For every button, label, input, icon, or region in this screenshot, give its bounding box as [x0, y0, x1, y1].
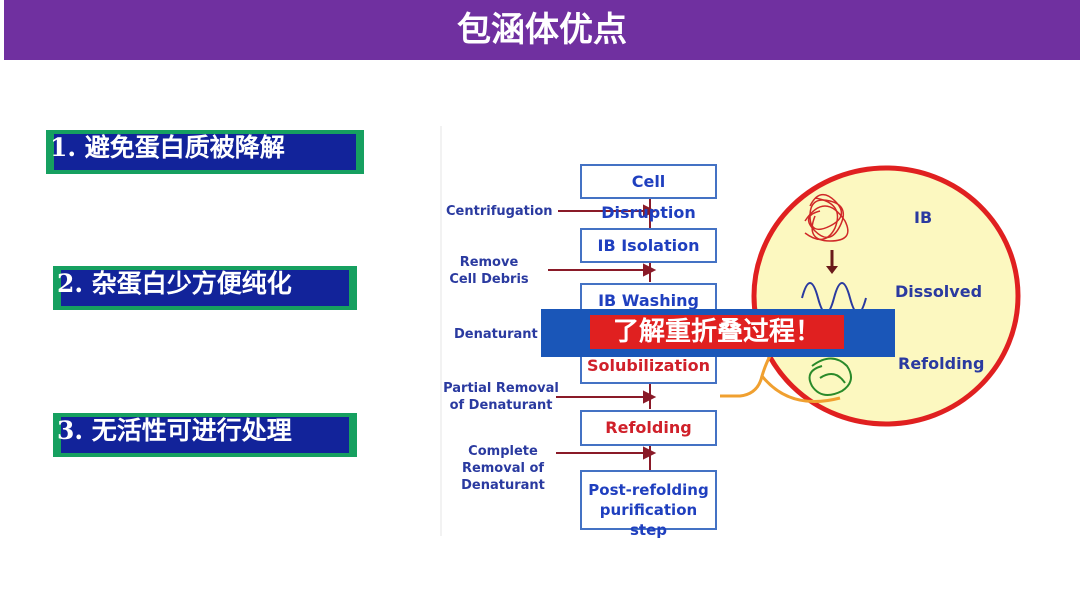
label-centrifugation: Centrifugation: [446, 204, 553, 219]
label-partial-removal: Partial Removal of Denaturant: [443, 381, 559, 413]
advantage-text-2: 2. 杂蛋白少方便纯化: [57, 269, 292, 298]
callout-text: 了解重折叠过程！: [590, 315, 844, 349]
step-post-refolding: Post-refolding purification step: [580, 470, 717, 539]
label-denaturant: Denaturant: [454, 327, 538, 342]
step-refolding: Refolding: [580, 410, 717, 446]
title-bar: 包涵体优点: [4, 0, 1080, 60]
label-complete-removal: Complete Removal of Denaturant: [461, 444, 545, 493]
step-cell-disruption: Cell Disruption: [580, 164, 717, 222]
circle-label-dissolved: Dissolved: [895, 282, 983, 301]
advantage-text-1: 1. 避免蛋白质被降解: [50, 133, 285, 162]
advantage-point-2: 2. 杂蛋白少方便纯化: [53, 266, 357, 310]
advantage-text-3: 3. 无活性可进行处理: [57, 416, 292, 445]
page-title: 包涵体优点: [457, 10, 627, 50]
advantage-point-3: 3. 无活性可进行处理: [53, 413, 357, 457]
step-ib-isolation: IB Isolation: [580, 228, 717, 263]
refolded-protein-icon: [808, 357, 852, 396]
circle-label-ib: IB: [914, 208, 933, 227]
callout-banner: 了解重折叠过程！: [541, 309, 895, 357]
advantage-point-1: 1. 避免蛋白质被降解: [46, 130, 364, 174]
label-remove-cell-debris: Remove Cell Debris: [449, 255, 529, 287]
circle-label-refolding: Refolding: [898, 354, 985, 373]
ib-tangle-icon: [804, 193, 849, 242]
